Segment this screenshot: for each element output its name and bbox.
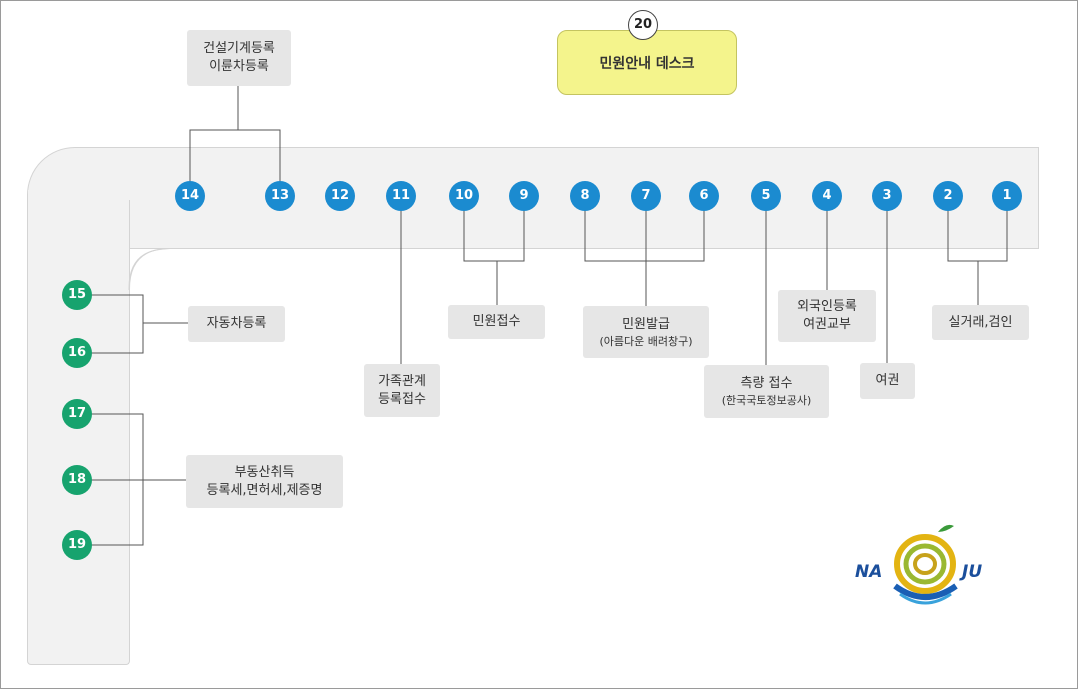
label-family-line2: 등록접수	[378, 391, 426, 407]
naju-logo-mark	[893, 524, 958, 605]
label-foreigner[interactable]: 외국인등록 여권교부	[778, 290, 876, 342]
window-19[interactable]: 19	[62, 530, 92, 560]
window-16[interactable]: 16	[62, 338, 92, 368]
label-civil-issue[interactable]: 민원발급 (아름다운 배려창구)	[583, 306, 709, 358]
label-realestate-line2: 등록세,면허세,제증명	[206, 482, 323, 498]
window-3[interactable]: 3	[872, 181, 902, 211]
logo-text-na: NA	[855, 562, 883, 582]
label-foreigner-line2: 여권교부	[803, 317, 851, 332]
window-13[interactable]: 13	[265, 181, 295, 211]
window-1[interactable]: 1	[992, 181, 1022, 211]
label-survey-line1: 측량 접수	[740, 376, 793, 391]
logo-text-ju: JU	[962, 562, 983, 582]
label-family-registration[interactable]: 가족관계 등록접수	[364, 364, 440, 417]
window-2[interactable]: 2	[933, 181, 963, 211]
window-12[interactable]: 12	[325, 181, 355, 211]
window-18[interactable]: 18	[62, 465, 92, 495]
naju-logo: NA JU	[850, 520, 995, 610]
label-civil-receipt[interactable]: 민원접수	[448, 305, 545, 339]
label-realestate[interactable]: 부동산취득 등록세,면허세,제증명	[186, 455, 343, 508]
label-foreigner-line1: 외국인등록	[797, 299, 857, 314]
window-6[interactable]: 6	[689, 181, 719, 211]
window-8[interactable]: 8	[570, 181, 600, 211]
window-10[interactable]: 10	[449, 181, 479, 211]
window-20-badge: 20	[628, 10, 658, 40]
info-desk[interactable]: 민원안내 데스크	[557, 30, 737, 95]
label-realestate-line1: 부동산취득	[234, 464, 295, 480]
label-survey-line2: (한국국토정보공사)	[721, 394, 812, 407]
counter-vertical	[27, 200, 130, 665]
label-car-registration[interactable]: 자동차등록	[188, 306, 285, 342]
counter-joint	[28, 190, 129, 260]
label-civil-issue-line1: 민원발급	[622, 316, 670, 332]
window-17[interactable]: 17	[62, 399, 92, 429]
window-7[interactable]: 7	[631, 181, 661, 211]
window-4[interactable]: 4	[812, 181, 842, 211]
label-civil-issue-line2: (아름다운 배려창구)	[599, 334, 693, 348]
label-seal[interactable]: 실거래,검인	[932, 305, 1029, 340]
label-passport[interactable]: 여권	[860, 363, 915, 399]
label-machinery-line1: 건설기계등록	[203, 41, 275, 56]
label-survey[interactable]: 측량 접수 (한국국토정보공사)	[704, 365, 829, 418]
window-9[interactable]: 9	[509, 181, 539, 211]
window-15[interactable]: 15	[62, 280, 92, 310]
window-14[interactable]: 14	[175, 181, 205, 211]
label-machinery-line2: 이륜차등록	[209, 59, 269, 74]
window-5[interactable]: 5	[751, 181, 781, 211]
label-family-line1: 가족관계	[378, 373, 426, 389]
label-machinery-registration[interactable]: 건설기계등록 이륜차등록	[187, 30, 291, 86]
window-11[interactable]: 11	[386, 181, 416, 211]
